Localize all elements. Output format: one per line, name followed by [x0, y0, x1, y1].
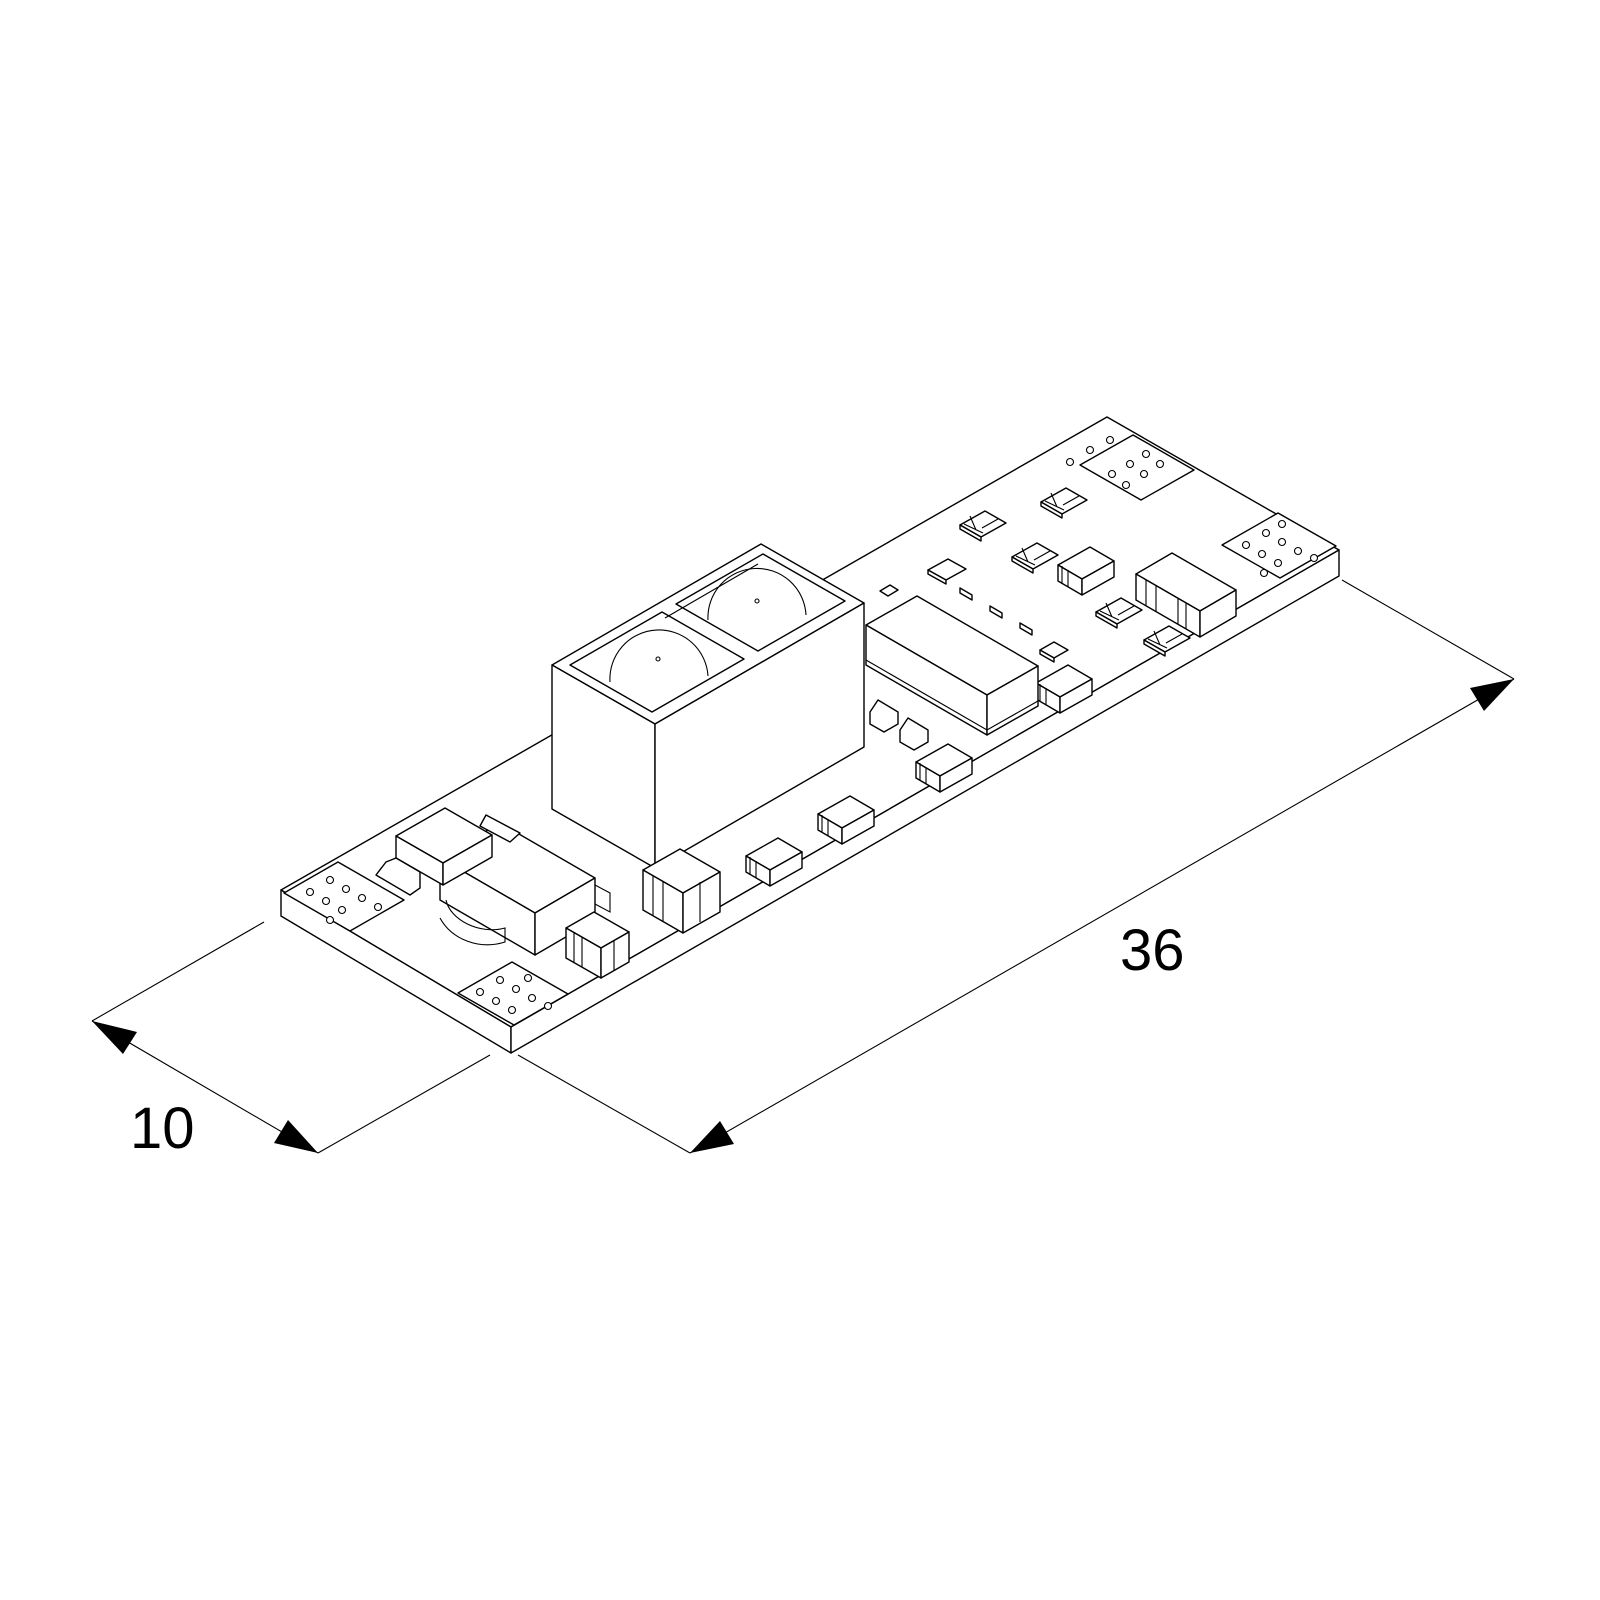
empty-pad-3 [1011, 542, 1059, 574]
empty-pad-1 [959, 510, 1007, 542]
smd-resistor-4 [817, 795, 875, 845]
ic-chip [865, 584, 1039, 751]
diode-left [375, 807, 521, 896]
length-extension-line-left [517, 1054, 691, 1154]
empty-pad-5 [1143, 625, 1191, 657]
smd-capacitor-large [1135, 552, 1237, 638]
empty-pad-2 [1040, 487, 1088, 519]
smd-capacitor-mid [642, 848, 721, 934]
empty-pad-6 [927, 558, 967, 585]
sensor-housing-side [654, 602, 865, 869]
smd-resistor-1 [1057, 546, 1115, 596]
solder-pad-back-right [1221, 512, 1337, 579]
length-arrow-end [1470, 679, 1514, 711]
width-arrow-start [92, 1021, 137, 1054]
solder-pad-front-right [457, 961, 569, 1026]
empty-pad-4 [1095, 597, 1143, 629]
width-label: 10 [130, 1096, 195, 1161]
smd-resistor-2 [1035, 664, 1093, 714]
dimension-length: 36 [517, 579, 1515, 1154]
dimension-width: 10 [91, 921, 491, 1161]
solder-pad-front-left [283, 861, 405, 932]
length-arrow-start [690, 1121, 734, 1153]
width-arrow-end [274, 1120, 318, 1153]
sensor-lens-left [609, 629, 709, 683]
smd-small-pad [1039, 641, 1069, 663]
sensor-housing [551, 543, 865, 869]
width-extension-line-left [91, 921, 265, 1022]
smd-resistor-5 [745, 837, 803, 887]
smd-resistor-3 [915, 743, 973, 793]
length-extension-line-right [1341, 579, 1515, 680]
length-label: 36 [1120, 918, 1185, 983]
solder-pad-back-left [1065, 434, 1195, 501]
sensor-lens-right [707, 567, 807, 621]
length-dimension-line [689, 678, 1515, 1154]
width-extension-line-right [317, 1054, 491, 1154]
smd-capacitor-left [565, 911, 630, 979]
